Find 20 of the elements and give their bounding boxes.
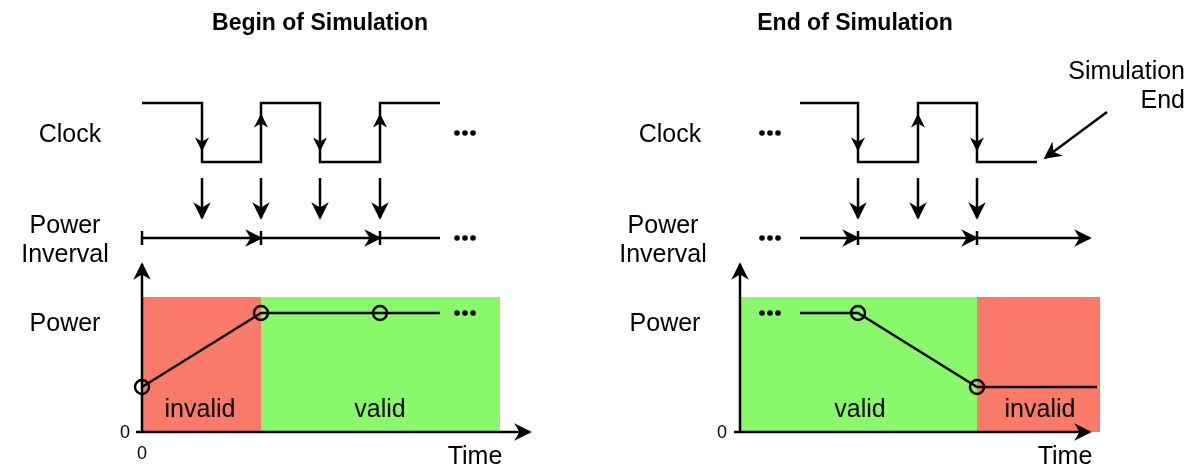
region-label: invalid (1004, 393, 1076, 423)
leader-arrow (1043, 111, 1108, 160)
axis-tick-label: 0 (137, 442, 147, 464)
region-label: invalid (164, 393, 236, 423)
region-label: valid (834, 393, 886, 423)
signal-label: Clock (38, 118, 102, 148)
region-label: valid (354, 393, 406, 423)
axis-label: Time (1037, 440, 1093, 470)
axis-tick-label: 0 (717, 421, 727, 443)
signal-label: Clock (638, 118, 702, 148)
axis-tick-label: 0 (120, 421, 130, 443)
axis-label: Time (447, 440, 503, 470)
signal-label: Power Inverval (20, 210, 110, 268)
panel-title: End of Simulation (757, 8, 953, 36)
signal-label: Power Inverval (618, 210, 708, 268)
annotation-text: Simulation End (1055, 56, 1185, 114)
panel-title: Begin of Simulation (212, 8, 428, 36)
signal-label: Power (29, 307, 101, 337)
clock-waveform (800, 101, 1037, 164)
signal-label: Power (629, 307, 701, 337)
